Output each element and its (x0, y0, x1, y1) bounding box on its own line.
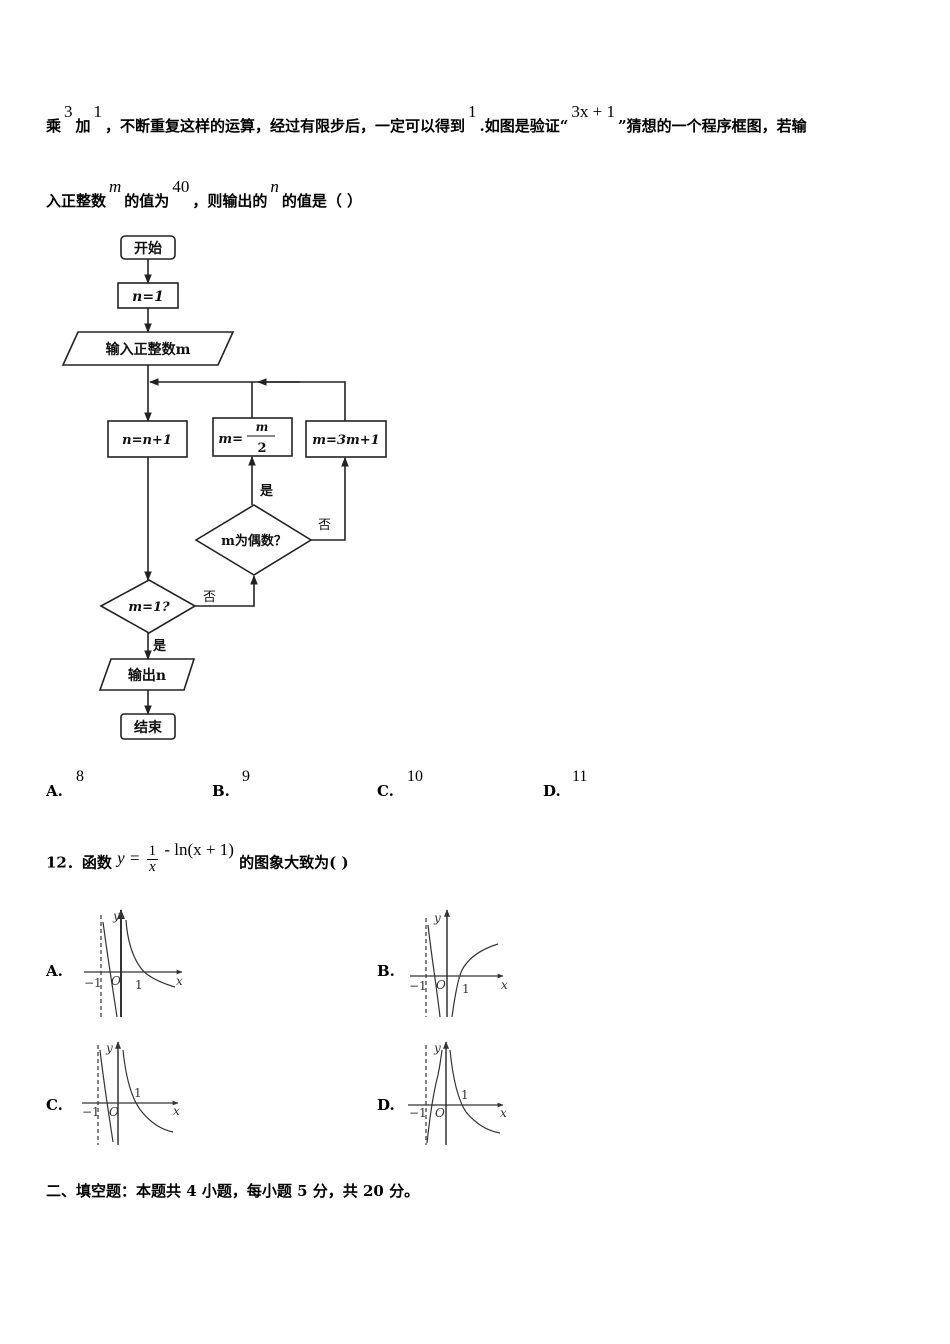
option-a-label[interactable]: A. (46, 782, 63, 800)
even-check-label: m为偶数？ (221, 533, 287, 549)
flowchart: 开始 n=1 输入正整数m n=n+1 m= m 2 m=3m+1 m为偶数？ … (61, 235, 387, 740)
graph-b (410, 909, 504, 1018)
yes-one-label: 是 (152, 639, 167, 654)
graph-d-y-label: y (433, 1041, 441, 1055)
yes-even-label: 是 (259, 484, 274, 499)
halve-lhs: m= (218, 432, 243, 447)
numerator: 1 (146, 843, 159, 860)
math-3x-plus-1: 3x + 1 (571, 102, 615, 121)
graph-a-x-label: x (176, 974, 183, 988)
graph-c-x-label: x (173, 1104, 180, 1118)
halve-denominator: 2 (257, 441, 266, 456)
graph-a-y-label: y (112, 909, 120, 923)
graph-d-origin: O (435, 1106, 445, 1120)
formula-rest: - ln(x + 1) (164, 840, 234, 860)
math-40: 40 (172, 177, 190, 196)
graph-b-x-label: x (501, 978, 508, 992)
option-d-value: 11 (572, 768, 588, 785)
option-c-label[interactable]: C. (377, 782, 394, 800)
text: 加 (75, 117, 91, 135)
no-one-label: 否 (203, 590, 216, 605)
graph-a-one: 1 (135, 978, 143, 992)
option-d-label[interactable]: D. (543, 782, 561, 800)
end-label: 结束 (134, 719, 163, 736)
graph-c-neg-one: −1 (82, 1105, 100, 1119)
graph-b-neg-one: −1 (409, 979, 427, 993)
option-b-label[interactable]: B. (212, 782, 230, 800)
graph-d-x-label: x (500, 1106, 507, 1120)
graph-a-origin: O (111, 974, 121, 988)
graph-option-b-label[interactable]: B. (377, 962, 395, 980)
graph-a-neg-one: −1 (84, 976, 102, 990)
graph-c-origin: O (109, 1105, 119, 1119)
graph-d-one: 1 (461, 1088, 469, 1102)
graph-d-neg-one: −1 (409, 1106, 427, 1120)
math-1: 1 (468, 102, 477, 121)
text: ”猜想的一个程序框图，若输 (618, 117, 807, 135)
text: ，则输出的 (192, 192, 268, 210)
graph-option-d-label[interactable]: D. (377, 1096, 395, 1114)
output-parallelogram (98, 658, 196, 691)
text: 的值是（ ） (281, 192, 363, 210)
text: ，不断重复这样的运算，经过有限步后，一定可以得到 (105, 117, 466, 135)
halve-numerator: m (256, 420, 269, 434)
question-number: 12．函数 (46, 853, 112, 872)
text: 乘 (46, 117, 62, 135)
input-label: 输入正整数m (106, 341, 191, 358)
question-11-line-1: 乘3加1，不断重复这样的运算，经过有限步后，一定可以得到1.如图是验证“3x +… (46, 102, 807, 136)
text: 入正整数 (46, 192, 107, 210)
triple-label: m=3m+1 (312, 433, 379, 448)
output-label: 输出n (128, 667, 166, 684)
graph-d (408, 1041, 504, 1145)
graph-c-one: 1 (134, 1086, 142, 1100)
math-1: 1 (93, 102, 103, 121)
math-n: n (270, 177, 279, 196)
question-suffix: 的图象大致为( ) (239, 853, 349, 872)
section-2-heading: 二、填空题：本题共 4 小题，每小题 5 分，共 20 分。 (46, 1182, 420, 1200)
start-label: 开始 (134, 240, 162, 257)
graph-option-a-label[interactable]: A. (46, 962, 63, 980)
graph-b-one: 1 (462, 982, 470, 996)
text: .如图是验证“ (479, 117, 569, 135)
graph-c-y-label: y (105, 1041, 113, 1055)
math-m: m (109, 177, 122, 196)
graph-b-origin: O (436, 978, 446, 992)
denominator: x (149, 859, 156, 875)
option-a-value: 8 (76, 768, 84, 785)
graph-c (82, 1041, 179, 1145)
triple-box (305, 420, 387, 458)
option-b-value: 9 (242, 768, 250, 785)
init-label: n=1 (132, 289, 164, 305)
one-check-label: m=1? (128, 600, 170, 615)
increment-label: n=n+1 (122, 433, 172, 448)
graph-option-c-label[interactable]: C. (46, 1096, 63, 1114)
math-3: 3 (64, 102, 73, 121)
question-11-line-2: 入正整数m的值为40，则输出的n的值是（ ） (46, 177, 363, 211)
text: 的值为 (124, 192, 170, 210)
no-even-label: 否 (318, 518, 331, 533)
option-c-value: 10 (407, 768, 423, 785)
formula-lhs: y = (117, 848, 141, 868)
input-parallelogram (61, 331, 235, 366)
graph-a (84, 909, 183, 1018)
graph-b-y-label: y (433, 911, 441, 925)
